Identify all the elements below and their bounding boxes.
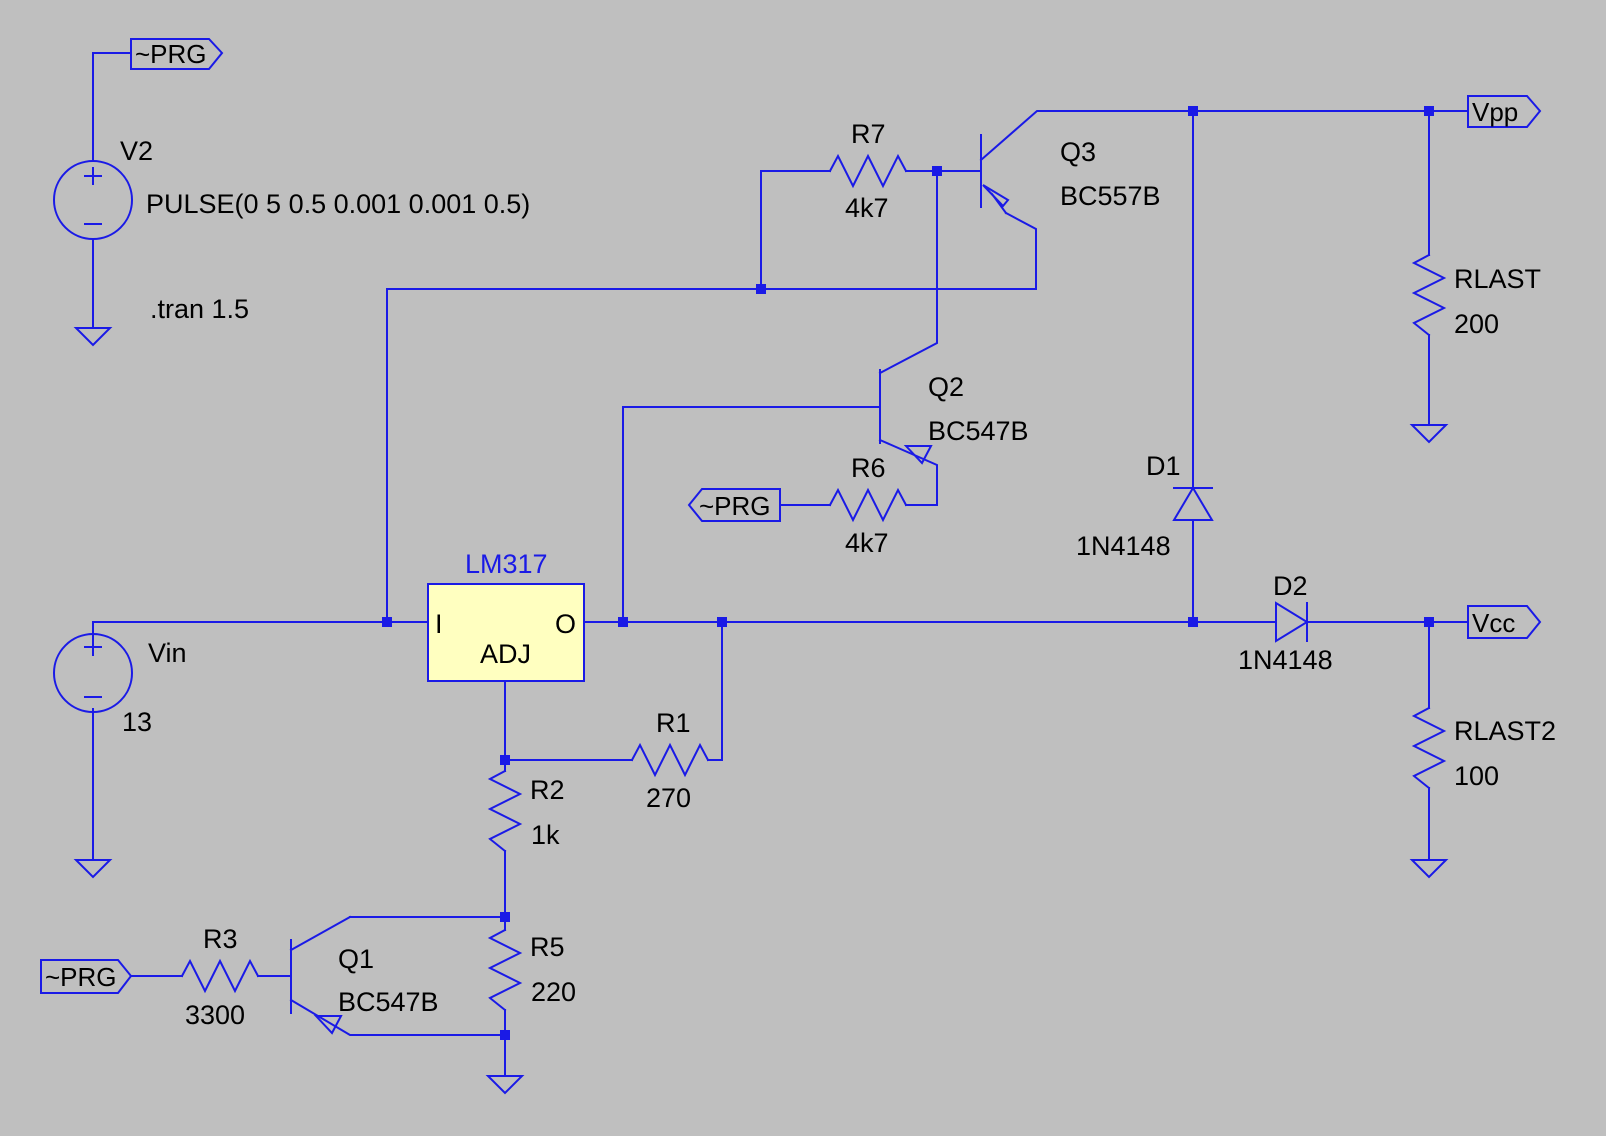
junction-d1-d2 — [1188, 617, 1198, 627]
tran-directive: .tran 1.5 — [150, 294, 249, 324]
voltage-source-vin[interactable]: Vin 13 — [53, 633, 187, 737]
diode-d1[interactable]: D1 1N4148 — [1076, 451, 1214, 561]
resistor-r7[interactable]: R7 4k7 — [828, 119, 908, 223]
junction-r5-top — [500, 912, 510, 922]
transistor-q1[interactable]: Q1 BC547B — [290, 939, 439, 1035]
transistor-q3[interactable]: Q3 BC557B — [980, 134, 1161, 215]
r5-value: 220 — [531, 977, 576, 1007]
voltage-source-v2[interactable]: V2 PULSE(0 5 0.5 0.001 0.001 0.5) — [53, 136, 530, 240]
prg-bottom-text: ~PRG — [45, 962, 117, 992]
junction-vpp — [1424, 106, 1434, 116]
d2-value: 1N4148 — [1238, 645, 1333, 675]
lm317-name: LM317 — [465, 549, 548, 579]
vin-value: 13 — [122, 707, 152, 737]
r3-value: 3300 — [185, 1000, 245, 1030]
r1-name: R1 — [656, 708, 691, 738]
r6-name: R6 — [851, 453, 886, 483]
rlast2-value: 100 — [1454, 761, 1499, 791]
vpp-text: Vpp — [1472, 97, 1518, 127]
rlast2-name: RLAST2 — [1454, 716, 1556, 746]
rlast-value: 200 — [1454, 309, 1499, 339]
regulator-lm317[interactable]: LM317 I O ADJ — [427, 549, 585, 682]
resistor-rlast2[interactable]: RLAST2 100 — [1411, 706, 1556, 791]
transistor-q2[interactable]: Q2 BC547B — [879, 369, 1029, 465]
vcc-text: Vcc — [1472, 608, 1515, 638]
d1-name: D1 — [1146, 451, 1181, 481]
r1-value: 270 — [646, 783, 691, 813]
q2-name: Q2 — [928, 372, 964, 402]
rlast-name: RLAST — [1454, 264, 1541, 294]
q3-name: Q3 — [1060, 137, 1096, 167]
junction-r1-top — [717, 617, 727, 627]
grounds — [73, 327, 1449, 1095]
junctions — [382, 106, 1434, 1040]
wires — [92, 52, 1469, 1077]
r7-name: R7 — [851, 119, 886, 149]
diode-d2[interactable]: D2 1N4148 — [1238, 571, 1333, 675]
resistor-r3[interactable]: R3 3300 — [180, 924, 260, 1030]
lm317-pin-adj: ADJ — [480, 639, 531, 669]
q1-value: BC547B — [338, 987, 439, 1017]
q1-name: Q1 — [338, 944, 374, 974]
net-label-vpp[interactable]: Vpp — [1467, 95, 1542, 128]
ground-symbol-vin — [73, 859, 113, 879]
net-label-prg-mid[interactable]: ~PRG — [687, 488, 781, 522]
net-label-prg-top[interactable]: ~PRG — [130, 38, 224, 70]
ground-symbol-rlast2 — [1409, 859, 1449, 879]
resistor-r2[interactable]: R2 1k — [487, 769, 565, 853]
q2-value: BC547B — [928, 416, 1029, 446]
v2-value: PULSE(0 5 0.5 0.001 0.001 0.5) — [146, 189, 530, 219]
junction-r5-bottom — [500, 1030, 510, 1040]
junction-adj — [500, 755, 510, 765]
junction-output — [618, 617, 628, 627]
junction-r7-left — [756, 284, 766, 294]
net-label-prg-bottom[interactable]: ~PRG — [40, 959, 133, 994]
q3-value: BC557B — [1060, 181, 1161, 211]
r3-name: R3 — [203, 924, 238, 954]
ground-symbol-r5 — [485, 1075, 525, 1095]
resistor-r6[interactable]: R6 4k7 — [828, 453, 908, 558]
d2-name: D2 — [1273, 571, 1308, 601]
junction-vpp-d1 — [1188, 106, 1198, 116]
junction-input — [382, 617, 392, 627]
ground-symbol-rlast — [1409, 424, 1449, 444]
junction-vcc — [1424, 617, 1434, 627]
lm317-pin-out: O — [555, 609, 576, 639]
resistor-rlast[interactable]: RLAST 200 — [1411, 253, 1541, 339]
resistor-r5[interactable]: R5 220 — [487, 928, 576, 1012]
resistor-r1[interactable]: R1 270 — [630, 708, 710, 813]
vin-name: Vin — [148, 638, 187, 668]
ground-symbol-v2 — [73, 327, 113, 347]
prg-mid-text: ~PRG — [699, 491, 771, 521]
r5-name: R5 — [530, 932, 565, 962]
prg-top-text: ~PRG — [135, 39, 207, 69]
junction-q3-base — [932, 166, 942, 176]
net-label-vcc[interactable]: Vcc — [1467, 605, 1542, 639]
r2-value: 1k — [531, 820, 560, 850]
d1-value: 1N4148 — [1076, 531, 1171, 561]
v2-name: V2 — [120, 136, 153, 166]
r2-name: R2 — [530, 775, 565, 805]
lm317-pin-in: I — [435, 609, 443, 639]
r7-value: 4k7 — [845, 193, 889, 223]
lm317-body — [427, 583, 585, 682]
r6-value: 4k7 — [845, 528, 889, 558]
